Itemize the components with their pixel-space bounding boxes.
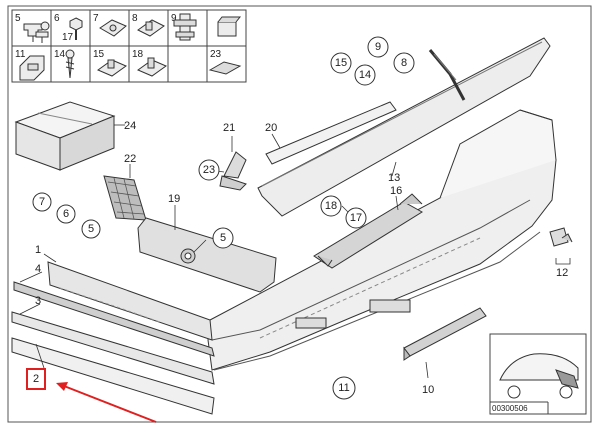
callout-circle (212, 227, 234, 249)
grid-label: 6 (54, 13, 60, 24)
callout-1: 1 (35, 244, 41, 256)
grid-label: 18 (132, 49, 144, 60)
grid-label: 15 (93, 49, 105, 60)
callout-14: 14 (359, 69, 371, 81)
callout-19: 19 (168, 193, 180, 205)
bumper-carrier-bracket (313, 193, 423, 269)
callout-9: 9 (375, 41, 381, 53)
lower-guide-strip (403, 307, 487, 361)
callout-circle (56, 204, 76, 224)
rubber-grommet-icon (217, 16, 242, 37)
push-rivet-icon (35, 21, 50, 43)
grid-label: 17 (62, 32, 74, 43)
grid-label: 11 (15, 49, 26, 60)
figure-code: 00300506 (492, 404, 528, 413)
callout-5b: 5 (88, 223, 94, 235)
side-clip (549, 227, 573, 247)
callout-18: 18 (325, 200, 337, 212)
clamp-nut-icon (137, 19, 165, 37)
sealing-pad-icon (208, 61, 242, 75)
callout-3: 3 (35, 295, 41, 307)
diagram-frame (7, 5, 592, 423)
fastener-grid: 5 6 17 7 8 9 11 14 15 18 23 (11, 9, 247, 83)
callout-22: 22 (124, 153, 136, 165)
callout-12: 12 (556, 267, 568, 279)
callout-circle (81, 219, 101, 239)
callout-circle (330, 52, 352, 74)
callout-20: 20 (265, 122, 277, 134)
reflector-grille (103, 175, 147, 221)
callout-8: 8 (401, 57, 407, 69)
callout-7: 7 (39, 196, 45, 208)
callout-10: 10 (422, 384, 434, 396)
hex-screw-icon (69, 17, 83, 40)
upper-rail (428, 49, 466, 101)
callout-circle (32, 192, 52, 212)
callout-21: 21 (223, 122, 235, 134)
callout-circle (198, 159, 220, 181)
package-box (14, 101, 116, 171)
clip-retainer-icon (19, 55, 45, 81)
grid-label: 8 (132, 13, 138, 24)
callout-circle (320, 195, 342, 217)
callout-labels: 1 4 3 5 6 7 5 8 9 10 11 12 13 14 15 16 1… (32, 36, 568, 400)
callout-16: 16 (390, 185, 402, 197)
clip-nut-icon (96, 59, 128, 77)
expanding-nut-icon (136, 57, 168, 77)
callout-24: 24 (124, 120, 136, 132)
mount-bracket-icon (173, 13, 197, 41)
grid-label: 7 (93, 13, 99, 24)
grid-label: 23 (210, 49, 222, 60)
callout-11: 11 (338, 382, 349, 394)
callout-17: 17 (350, 212, 362, 224)
highlighted-callout: 2 (26, 368, 46, 390)
car-thumbnail: 00300506 (489, 333, 587, 415)
callout-circle (332, 376, 356, 400)
callout-5: 5 (220, 232, 226, 244)
trim-clip-part (219, 151, 247, 191)
trunk-trim-panel (257, 37, 551, 217)
wood-screw-icon (65, 49, 75, 79)
bumper-bracket (137, 217, 277, 293)
red-arrow (56, 382, 157, 423)
callout-circle (354, 64, 376, 86)
callout-circle (367, 36, 389, 58)
callout-circle (345, 207, 367, 229)
grid-label: 5 (15, 13, 21, 24)
callout-2: 2 (33, 373, 39, 385)
bumper-trim-strips (11, 261, 215, 415)
rear-bumper-cover (207, 109, 557, 371)
callout-23: 23 (203, 164, 215, 176)
callout-circle (393, 52, 415, 74)
grid-label: 14 (54, 49, 66, 60)
spring-nut-icon (99, 19, 127, 37)
callout-4: 4 (35, 263, 41, 275)
callout-13: 13 (388, 172, 400, 184)
trim-strip (265, 101, 397, 165)
callout-6: 6 (63, 208, 69, 220)
callout-15: 15 (335, 57, 347, 69)
grid-label: 9 (171, 13, 177, 24)
